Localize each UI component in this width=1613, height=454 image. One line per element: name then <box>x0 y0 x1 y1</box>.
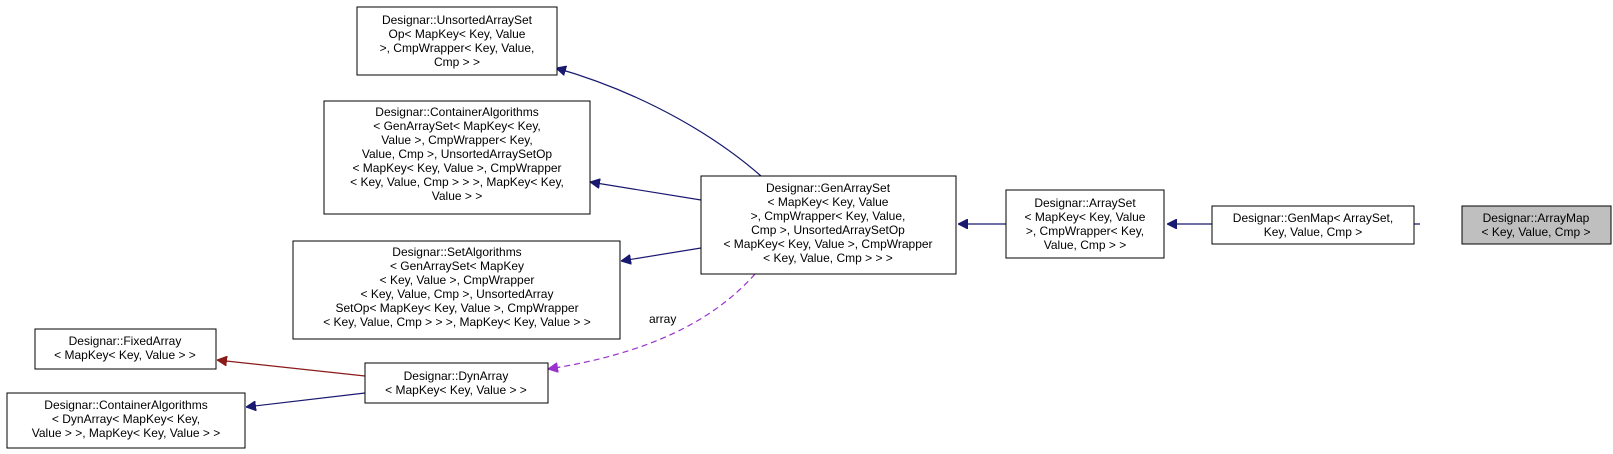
node-dynarray[interactable]: Designar::DynArray < MapKey< Key, Value … <box>364 362 549 404</box>
svg-text:< GenArraySet< MapKey: < GenArraySet< MapKey <box>390 259 524 273</box>
svg-text:Key, Value, Cmp >: Key, Value, Cmp > <box>1264 225 1363 239</box>
edge-contalg1-to-genarrayset <box>590 182 702 201</box>
svg-text:Designar::ContainerAlgorithms: Designar::ContainerAlgorithms <box>375 105 538 119</box>
svg-text:Op< MapKey< Key, Value: Op< MapKey< Key, Value <box>389 27 526 41</box>
svg-text:< MapKey< Key, Value > >: < MapKey< Key, Value > > <box>54 348 196 362</box>
edge-setalg-to-genarrayset <box>621 247 702 261</box>
svg-text:Cmp >, UnsortedArraySetOp: Cmp >, UnsortedArraySetOp <box>751 223 905 237</box>
svg-text:Value, Cmp > >: Value, Cmp > > <box>1044 238 1127 252</box>
node-arraymap[interactable]: Designar::ArrayMap < Key, Value, Cmp > <box>1461 205 1612 245</box>
svg-text:< GenArraySet< MapKey< Key,: < GenArraySet< MapKey< Key, <box>373 119 541 133</box>
svg-text:>, CmpWrapper< Key, Value,: >, CmpWrapper< Key, Value, <box>380 41 535 55</box>
edges: array <box>217 68 1420 407</box>
svg-text:Designar::SetAlgorithms: Designar::SetAlgorithms <box>392 245 521 259</box>
svg-text:SetOp< MapKey< Key, Value >, C: SetOp< MapKey< Key, Value >, CmpWrapper <box>335 301 578 315</box>
edge-dynarray-to-genarrayset <box>548 273 756 369</box>
svg-text:Designar::GenMap< ArraySet,: Designar::GenMap< ArraySet, <box>1233 211 1393 225</box>
svg-text:Value, Cmp >, UnsortedArraySet: Value, Cmp >, UnsortedArraySetOp <box>362 147 553 161</box>
svg-text:Designar::ArrayMap: Designar::ArrayMap <box>1483 211 1590 225</box>
svg-text:< Key, Value, Cmp >: < Key, Value, Cmp > <box>1482 225 1591 239</box>
edge-label-array: array <box>649 312 676 326</box>
svg-text:< MapKey< Key, Value: < MapKey< Key, Value <box>1025 210 1146 224</box>
edge-unsorted-to-genarrayset <box>556 68 762 177</box>
svg-text:>, CmpWrapper< Key, Value,: >, CmpWrapper< Key, Value, <box>751 209 906 223</box>
svg-text:< Key, Value, Cmp > > >: < Key, Value, Cmp > > > <box>763 251 893 265</box>
svg-text:< Key, Value >, CmpWrapper: < Key, Value >, CmpWrapper <box>380 273 535 287</box>
edge-fixedarray-to-dynarray <box>217 360 366 377</box>
svg-text:Designar::GenArraySet: Designar::GenArraySet <box>766 181 891 195</box>
svg-text:< DynArray< MapKey< Key,: < DynArray< MapKey< Key, <box>52 412 200 426</box>
svg-text:Designar::FixedArray: Designar::FixedArray <box>69 334 182 348</box>
svg-text:>, CmpWrapper< Key,: >, CmpWrapper< Key, <box>1026 224 1144 238</box>
svg-text:< Key, Value, Cmp > > >, MapKe: < Key, Value, Cmp > > >, MapKey< Key, Va… <box>323 315 591 329</box>
svg-text:Cmp > >: Cmp > > <box>434 55 480 69</box>
svg-text:< MapKey< Key, Value >, CmpWra: < MapKey< Key, Value >, CmpWrapper <box>723 237 932 251</box>
node-arrayset[interactable]: Designar::ArraySet < MapKey< Key, Value … <box>1005 189 1165 259</box>
svg-text:Value > >: Value > > <box>432 189 482 203</box>
svg-text:< Key, Value, Cmp > > >, MapKe: < Key, Value, Cmp > > >, MapKey< Key, <box>350 175 564 189</box>
svg-text:< MapKey< Key, Value >, CmpWra: < MapKey< Key, Value >, CmpWrapper <box>352 161 561 175</box>
node-setalgorithms[interactable]: Designar::SetAlgorithms < GenArraySet< M… <box>292 240 621 340</box>
node-genmap[interactable]: Designar::GenMap< ArraySet, Key, Value, … <box>1211 205 1415 245</box>
edge-contalg2-to-dynarray <box>246 392 366 407</box>
node-containeralgorithms-dynarray[interactable]: Designar::ContainerAlgorithms < DynArray… <box>6 392 246 449</box>
svg-text:Designar::UnsortedArraySet: Designar::UnsortedArraySet <box>382 13 533 27</box>
svg-text:Designar::ContainerAlgorithms: Designar::ContainerAlgorithms <box>44 398 207 412</box>
node-containeralgorithms-genarrayset[interactable]: Designar::ContainerAlgorithms < GenArray… <box>323 100 591 215</box>
svg-text:Designar::DynArray: Designar::DynArray <box>404 369 509 383</box>
svg-text:Value > >, MapKey< Key, Value: Value > >, MapKey< Key, Value > > <box>32 426 220 440</box>
node-genarrayset[interactable]: Designar::GenArraySet < MapKey< Key, Val… <box>700 175 957 275</box>
node-unsortedarraysetop[interactable]: Designar::UnsortedArraySet Op< MapKey< K… <box>356 6 558 76</box>
svg-text:Designar::ArraySet: Designar::ArraySet <box>1034 196 1136 210</box>
svg-text:< Key, Value, Cmp >, UnsortedA: < Key, Value, Cmp >, UnsortedArray <box>361 287 554 301</box>
svg-text:Value >, CmpWrapper< Key,: Value >, CmpWrapper< Key, <box>381 133 532 147</box>
svg-text:< MapKey< Key, Value > >: < MapKey< Key, Value > > <box>385 383 527 397</box>
svg-text:< MapKey< Key, Value: < MapKey< Key, Value <box>768 195 889 209</box>
node-fixedarray[interactable]: Designar::FixedArray < MapKey< Key, Valu… <box>34 328 217 370</box>
